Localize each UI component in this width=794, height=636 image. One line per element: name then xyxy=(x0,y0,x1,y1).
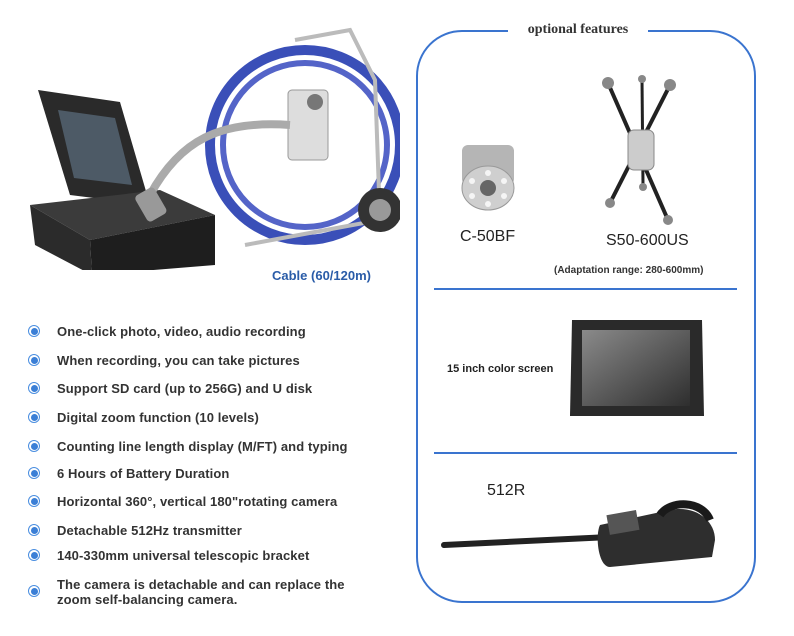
crawler-model-label: S50-600US xyxy=(606,232,689,249)
screen-label: 15 inch color screen xyxy=(447,363,554,375)
feature-item: Detachable 512Hz transmitter xyxy=(28,523,242,538)
color-screen-image xyxy=(570,320,704,416)
feature-item: When recording, you can take pictures xyxy=(28,353,300,368)
feature-item: The camera is detachable and can replace… xyxy=(28,577,378,607)
bullet-icon xyxy=(28,411,40,423)
bullet-icon xyxy=(28,325,40,337)
bullet-icon xyxy=(28,440,40,452)
transmitter-image xyxy=(441,500,715,567)
bullet-icon xyxy=(28,467,40,479)
bullet-icon xyxy=(28,585,40,597)
bullet-icon xyxy=(28,549,40,561)
camera-image xyxy=(461,145,515,211)
feature-item: Counting line length display (M/FT) and … xyxy=(28,439,348,454)
cable-label: Cable (60/120m) xyxy=(272,268,371,283)
bullet-icon xyxy=(28,382,40,394)
feature-item: 140-330mm universal telescopic bracket xyxy=(28,548,309,563)
feature-item: One-click photo, video, audio recording xyxy=(28,324,306,339)
bullet-icon xyxy=(28,524,40,536)
camera-model-label: C-50BF xyxy=(460,228,516,245)
bullet-icon xyxy=(28,354,40,366)
feature-item: Support SD card (up to 256G) and U disk xyxy=(28,381,312,396)
pipe-inspection-system-image xyxy=(30,27,400,270)
panel-divider xyxy=(434,288,737,290)
feature-item: Horizontal 360°, vertical 180"rotating c… xyxy=(28,494,337,509)
panel-divider xyxy=(434,452,737,454)
feature-item: 6 Hours of Battery Duration xyxy=(28,466,229,481)
bullet-icon xyxy=(28,495,40,507)
transmitter-model-label: 512R xyxy=(487,482,526,499)
crawler-range-note: (Adaptation range: 280-600mm) xyxy=(554,265,704,276)
crawler-image xyxy=(602,75,676,225)
feature-item: Digital zoom function (10 levels) xyxy=(28,410,259,425)
optional-features-title: optional features xyxy=(508,20,648,40)
